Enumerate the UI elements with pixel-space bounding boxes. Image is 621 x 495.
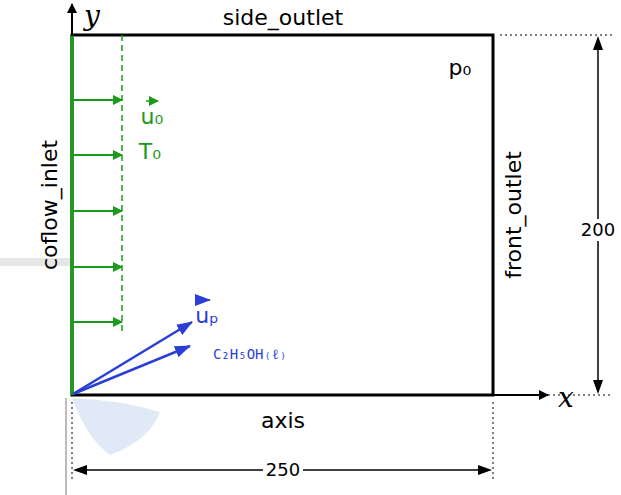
velocity-symbol: u₀ <box>141 106 164 128</box>
y-axis-arrow <box>71 4 73 36</box>
pressure-symbol: p₀ <box>449 57 472 79</box>
velocity-symbol: uₚ <box>195 305 218 327</box>
particle-velocity-arrow <box>73 322 192 394</box>
profile-line <box>121 35 123 332</box>
extension-line <box>493 402 494 482</box>
dimension-value: 250 <box>263 459 303 481</box>
dimension-heads <box>593 36 603 394</box>
velocity-arrows <box>73 100 122 322</box>
boundary-name: axis <box>261 410 305 432</box>
coflow-inlet-line <box>70 35 74 395</box>
axis-name: x <box>558 384 574 412</box>
fuel-arrow <box>73 346 190 394</box>
boundary-name: coflow_inlet <box>39 140 61 270</box>
boundary-name: front_outlet <box>503 151 525 279</box>
vector-accent <box>146 100 158 102</box>
extension-line <box>500 35 612 36</box>
axis-name: y <box>84 2 100 30</box>
x-axis-arrow <box>493 394 548 396</box>
spray-cone <box>72 398 160 455</box>
vector-accent <box>197 299 210 301</box>
extension-line <box>72 402 73 482</box>
boundary-name: side_outlet <box>223 7 343 29</box>
dimension-value: 200 <box>578 219 618 241</box>
temperature-symbol: T₀ <box>139 141 161 163</box>
dimension-line <box>597 45 599 385</box>
extension-line <box>548 395 612 396</box>
nozzle-edge <box>65 398 67 495</box>
domain-border <box>72 35 493 395</box>
species-name: C₂H₅OH₍ℓ₎ <box>213 347 287 361</box>
